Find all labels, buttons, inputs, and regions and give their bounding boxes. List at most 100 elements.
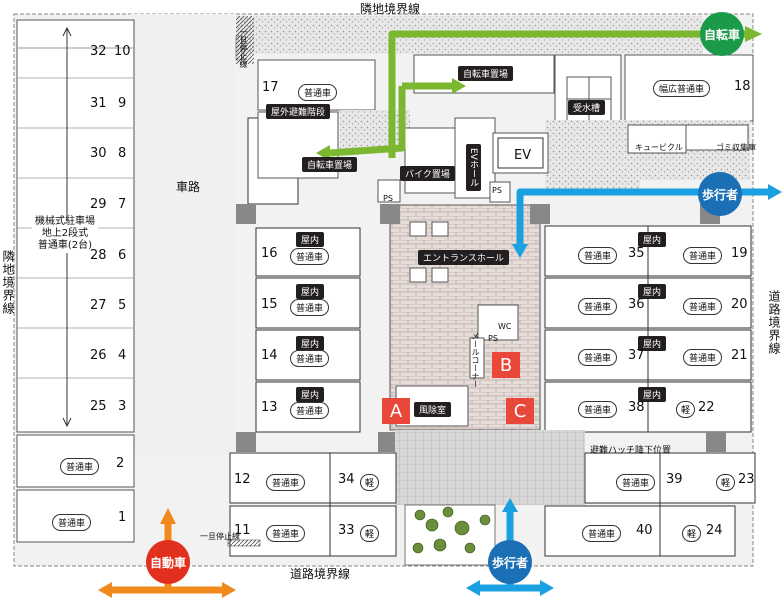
slot-type-pill: 普通車 xyxy=(616,474,656,491)
slot-number: 4 xyxy=(118,348,127,363)
label-a: A xyxy=(382,398,410,424)
slot-type-pill: 軽 xyxy=(682,525,702,542)
roadway-label: 車路 xyxy=(176,180,201,194)
slot-number: 17 xyxy=(262,80,279,95)
slot-type-pill: 普通車 xyxy=(290,350,330,367)
slot-type-pill: 軽 xyxy=(360,474,380,491)
mechanical-parking-label: 機械式駐車場 地上2段式 普通車(2台) xyxy=(32,215,98,253)
slot-number: 40 xyxy=(636,523,653,538)
right-boundary-label: 道路境界線 xyxy=(767,290,781,355)
mail-corner-label: メールコーナー xyxy=(471,332,480,388)
slot-type-pill: 普通車 xyxy=(290,402,330,419)
slot-type-pill: 普通車 xyxy=(578,247,618,264)
slot-number: 26 xyxy=(90,348,107,363)
slot-number: 23 xyxy=(738,472,755,487)
mech-line-1: 機械式駐車場 xyxy=(35,216,95,227)
slot-type-pill: 軽 xyxy=(716,474,736,491)
slot-number: 19 xyxy=(731,246,748,261)
stop-line-label-2: 一旦停止線 xyxy=(200,532,240,541)
slot-number: 21 xyxy=(731,348,748,363)
indoor-tag: 屋内 xyxy=(638,284,667,299)
pedestrian-access-circle: 歩行者 xyxy=(698,172,742,216)
slot-number: 20 xyxy=(731,297,748,312)
ev-hall-tag: EVホール xyxy=(466,144,481,191)
slot-number: 5 xyxy=(118,298,127,313)
stop-line-label: 一旦停止線 xyxy=(239,28,248,68)
entrance-hall-tag: エントランスホール xyxy=(418,250,509,265)
slot-type-pill: 普通車 xyxy=(60,458,100,475)
garbage-label: ゴミ収集庫 xyxy=(716,143,756,152)
slot-number: 11 xyxy=(234,523,251,538)
slot-number: 28 xyxy=(90,248,107,263)
slot-number: 15 xyxy=(261,297,278,312)
slot-type-pill: 普通車 xyxy=(683,298,723,315)
label-c: C xyxy=(506,398,534,424)
slot-number: 14 xyxy=(261,348,278,363)
slot-number: 33 xyxy=(338,523,355,538)
slot-number: 13 xyxy=(261,400,278,415)
slot-type-pill: 普通車 xyxy=(683,247,723,264)
slot-number: 25 xyxy=(90,399,107,414)
slot-type-pill: 普通車 xyxy=(290,248,330,265)
indoor-tag: 屋内 xyxy=(296,284,325,299)
slot-type-pill: 普通車 xyxy=(578,401,618,418)
slot-number: 38 xyxy=(628,400,645,415)
slot-type-pill: 普通車 xyxy=(266,474,306,491)
slot-number: 36 xyxy=(628,297,645,312)
ps-label-2: PS xyxy=(492,186,502,195)
indoor-tag: 屋内 xyxy=(296,232,325,247)
slot-number: 30 xyxy=(90,146,107,161)
slot-number: 27 xyxy=(90,298,107,313)
slot-number: 1 xyxy=(118,510,127,525)
indoor-tag: 屋内 xyxy=(296,336,325,351)
indoor-tag: 屋内 xyxy=(638,232,667,247)
top-boundary-label: 隣地境界線 xyxy=(360,2,421,16)
wide-slot-type-pill: 幅広普通車 xyxy=(653,80,711,97)
mech-line-3: 普通車(2台) xyxy=(37,240,93,251)
slot-type-pill: 普通車 xyxy=(582,525,622,542)
slot-number: 9 xyxy=(118,96,127,111)
slot-number: 2 xyxy=(116,456,125,471)
slot-number: 35 xyxy=(628,246,645,261)
water-tank-tag: 受水槽 xyxy=(568,100,606,115)
slot-number: 3 xyxy=(118,399,127,414)
slot-number: 7 xyxy=(118,197,127,212)
wc-label: WC xyxy=(498,322,512,331)
mech-line-2: 地上2段式 xyxy=(41,228,89,239)
slot-number: 34 xyxy=(338,472,355,487)
slot-type-pill: 軽 xyxy=(676,401,696,418)
slot-type-pill: 普通車 xyxy=(52,514,92,531)
left-boundary-label: 隣地境界線 xyxy=(1,250,15,315)
indoor-tag: 屋内 xyxy=(296,387,325,402)
slot-number: 31 xyxy=(90,96,107,111)
slot-type-pill: 軽 xyxy=(360,525,380,542)
label-b: B xyxy=(492,352,520,378)
indoor-tag: 屋内 xyxy=(638,387,667,402)
slot-type-pill: 普通車 xyxy=(298,84,338,101)
bicycle-parking-tag-2: 自転車置場 xyxy=(302,157,358,172)
wind-room-tag: 風除室 xyxy=(414,402,452,417)
slot-number: 12 xyxy=(234,472,251,487)
bottom-boundary-label: 道路境界線 xyxy=(290,567,351,581)
slot-number: 32 xyxy=(90,44,107,59)
slot-type-pill: 普通車 xyxy=(578,298,618,315)
slot-type-pill: 普通車 xyxy=(683,349,723,366)
slot-number: 18 xyxy=(734,79,751,94)
car-access-circle: 自動車 xyxy=(146,540,190,584)
ev-label: EV xyxy=(514,148,532,163)
slot-number: 8 xyxy=(118,146,127,161)
ps-label-3: PS xyxy=(488,334,498,343)
pedestrian-access-circle-bottom: 歩行者 xyxy=(488,540,532,584)
slot-number: 29 xyxy=(90,197,107,212)
slot-number: 22 xyxy=(698,400,715,415)
slot-type-pill: 普通車 xyxy=(578,349,618,366)
hatch-label: 避難ハッチ降下位置 xyxy=(590,446,672,456)
slot-type-pill: 普通車 xyxy=(266,525,306,542)
slot-number: 24 xyxy=(706,523,723,538)
bicycle-access-circle: 自転車 xyxy=(700,12,744,56)
slot-type-pill: 普通車 xyxy=(290,299,330,316)
outdoor-stairs-tag: 屋外避難階段 xyxy=(266,104,331,119)
slot-number: 16 xyxy=(261,246,278,261)
ps-label: PS xyxy=(383,194,393,203)
